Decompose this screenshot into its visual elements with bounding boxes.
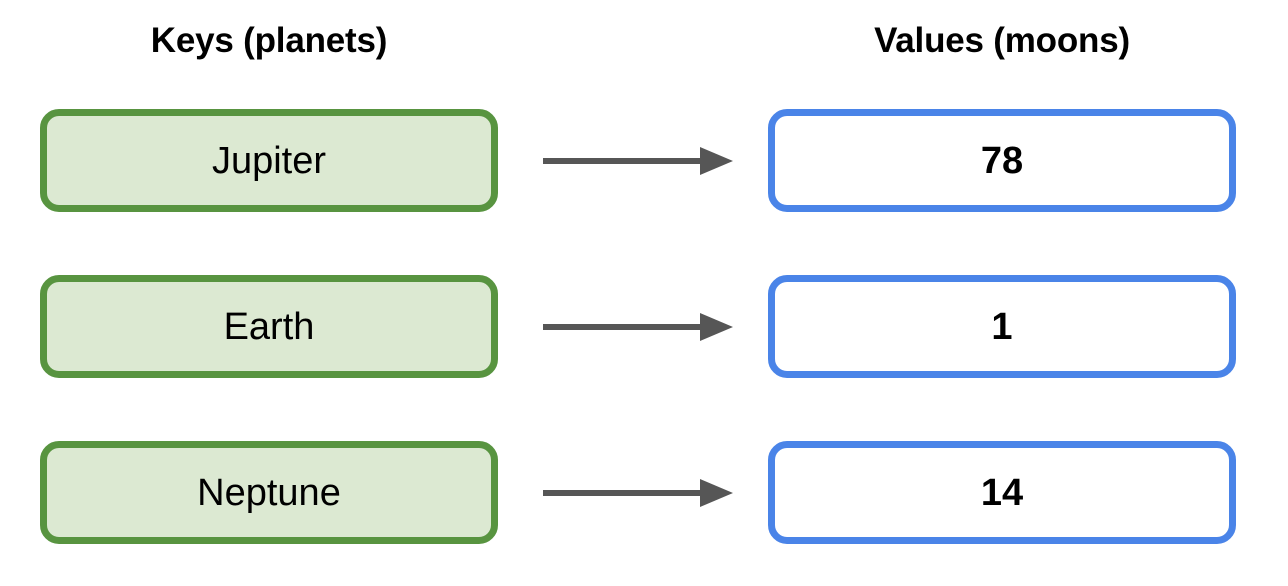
- value-box-earth[interactable]: 1: [768, 275, 1236, 378]
- value-box-jupiter[interactable]: 78: [768, 109, 1236, 212]
- key-label: Earth: [223, 305, 315, 348]
- column-header-values: Values (moons): [874, 21, 1130, 60]
- arrow-right-icon: [543, 147, 733, 175]
- value-box-neptune[interactable]: 14: [768, 441, 1236, 544]
- key-label: Neptune: [197, 471, 341, 514]
- mapping-row: Jupiter 78: [0, 109, 1288, 213]
- key-box-jupiter[interactable]: Jupiter: [40, 109, 498, 212]
- key-box-neptune[interactable]: Neptune: [40, 441, 498, 544]
- arrow-right-icon: [543, 313, 733, 341]
- arrow-right-icon: [543, 479, 733, 507]
- value-label: 78: [980, 139, 1024, 182]
- column-header-keys: Keys (planets): [150, 21, 388, 60]
- value-label: 14: [980, 471, 1024, 514]
- mapping-row: Neptune 14: [0, 441, 1288, 545]
- mapping-row: Earth 1: [0, 275, 1288, 379]
- key-label: Jupiter: [211, 139, 327, 182]
- key-box-earth[interactable]: Earth: [40, 275, 498, 378]
- value-label: 1: [991, 305, 1013, 348]
